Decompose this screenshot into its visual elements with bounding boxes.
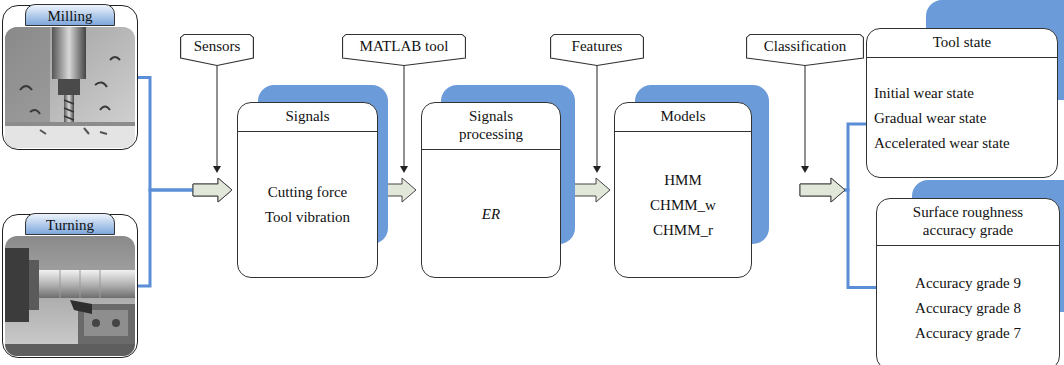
box-content: Signals processingER [421, 102, 561, 278]
box-title: Surface roughness accuracy grade [876, 198, 1060, 246]
step-tag: Features [550, 34, 644, 66]
box-item: Cutting force [268, 180, 348, 205]
flow-connector [138, 178, 232, 286]
box-body: HMMCHMM_wCHMM_r [614, 132, 752, 278]
machining-photo-frame: Turning [2, 214, 138, 358]
box-title: Models [614, 102, 752, 132]
box-item: HMM [664, 168, 702, 193]
tag-label: Features [550, 34, 644, 58]
flow-connector [138, 78, 232, 203]
result-box: Surface roughness accuracy gradeAccuracy… [876, 198, 1060, 365]
box-face [866, 28, 1058, 178]
bracket-line [138, 78, 194, 191]
process-box: SignalsCutting forceTool vibration [237, 102, 378, 278]
tag-label: Sensors [180, 34, 254, 58]
box-content: SignalsCutting forceTool vibration [237, 102, 378, 278]
process-box: ModelsHMMCHMM_wCHMM_r [614, 102, 752, 278]
block-arrow [193, 178, 232, 202]
box-title: Tool state [866, 28, 1058, 58]
bracket-line [138, 190, 194, 286]
tag-shape [747, 35, 864, 66]
block-arrow [800, 178, 845, 202]
box-face [614, 102, 752, 278]
box-title: Signals processing [421, 102, 561, 150]
tag-shape [343, 35, 466, 66]
tag-label: Classification [746, 34, 864, 58]
process-box: Signals processingER [421, 102, 561, 278]
turning-photo [5, 236, 135, 356]
box-item: Accelerated wear state [874, 131, 1010, 156]
box-item: Accuracy grade 9 [915, 271, 1021, 296]
box-title: Signals [237, 102, 378, 132]
box-content: ModelsHMMCHMM_wCHMM_r [614, 102, 752, 278]
box-body: Initial wear stateGradual wear stateAcce… [866, 58, 1058, 178]
box-content: Surface roughness accuracy gradeAccuracy… [876, 198, 1060, 365]
box-body: Cutting forceTool vibration [237, 132, 378, 278]
bracket-line [844, 124, 866, 190]
milling-photo [5, 27, 135, 148]
box-item: ER [482, 202, 500, 227]
result-box: Tool stateInitial wear stateGradual wear… [866, 28, 1058, 178]
photo-heading-tab: Milling [25, 4, 115, 26]
bracket-line [844, 190, 876, 287]
machining-photo-frame: Milling [2, 5, 138, 150]
step-tag: Sensors [180, 34, 254, 66]
step-tag: Classification [746, 34, 864, 66]
block-arrow [193, 178, 232, 202]
box-item: Gradual wear state [874, 106, 986, 131]
photo-heading-tab: Turning [25, 213, 115, 235]
box-body: Accuracy grade 9Accuracy grade 8Accuracy… [876, 246, 1060, 365]
tag-label: MATLAB tool [342, 34, 466, 58]
box-content: Tool stateInitial wear stateGradual wear… [866, 28, 1058, 178]
box-item: Tool vibration [265, 205, 350, 230]
box-item: CHMM_r [653, 218, 713, 243]
tag-shape [181, 35, 254, 66]
box-item: Accuracy grade 7 [915, 321, 1021, 346]
block-arrow [800, 178, 845, 202]
box-body: ER [421, 150, 561, 278]
box-item: Initial wear state [874, 81, 974, 106]
step-tag: MATLAB tool [342, 34, 466, 66]
box-item: CHMM_w [650, 193, 716, 218]
box-item: Accuracy grade 8 [915, 296, 1021, 321]
flow-connector [800, 124, 866, 202]
flow-connector [800, 178, 876, 287]
tag-shape [551, 35, 644, 66]
